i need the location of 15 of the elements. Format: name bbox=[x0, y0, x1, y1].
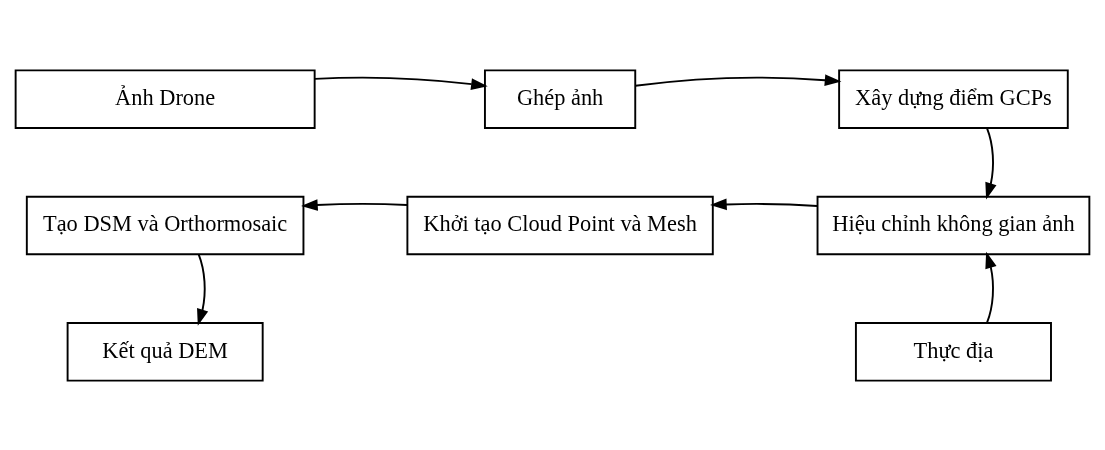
arrow bbox=[313, 76, 488, 90]
node-box: Tạo DSM và Orthormosaic bbox=[25, 195, 305, 255]
node-box: Khởi tạo Cloud Point và Mesh bbox=[406, 195, 714, 255]
arrow bbox=[710, 198, 819, 210]
node-box: Xây dựng điểm GCPs bbox=[838, 68, 1069, 129]
node-box: Thực địa bbox=[854, 321, 1052, 382]
node-box: Hiệu chỉnh không gian ảnh bbox=[816, 195, 1091, 255]
arrow bbox=[985, 251, 997, 324]
arrow bbox=[985, 126, 997, 199]
node-box: Kết quả DEM bbox=[66, 321, 264, 382]
arrow bbox=[301, 198, 408, 211]
node-box: Ghép ảnh bbox=[484, 68, 637, 129]
arrow bbox=[634, 73, 842, 87]
node-box: Ảnh Drone bbox=[14, 68, 316, 129]
arrow bbox=[197, 252, 209, 326]
